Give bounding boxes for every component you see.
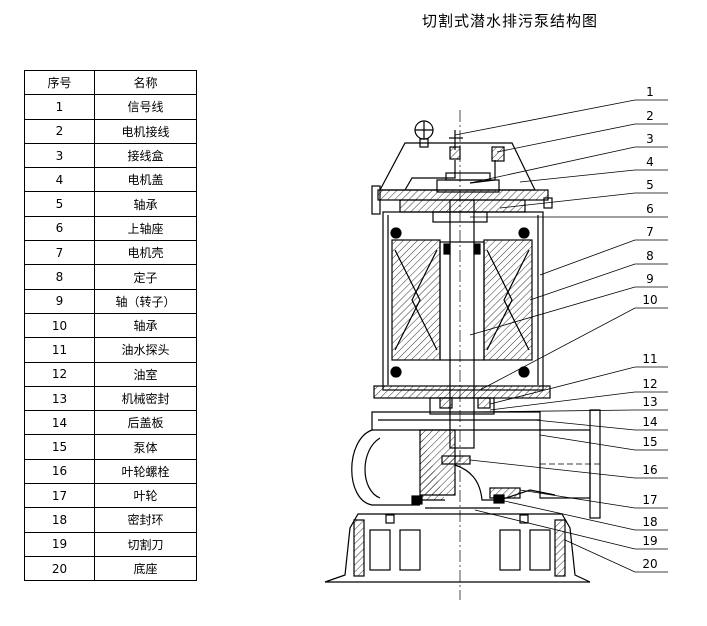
part-number: 17 [24,483,95,509]
part-number: 19 [24,531,95,557]
diagram-title: 切割式潜水排污泵结构图 [421,12,598,30]
callout-8: 8 [646,249,654,263]
part-name: 油室 [94,361,197,387]
part-number: 8 [24,264,95,290]
header-name: 名称 [94,69,197,96]
part-number: 12 [24,361,95,387]
callout-9: 9 [646,272,654,286]
rotor [439,241,485,361]
part-number: 13 [24,385,95,412]
callout-7: 7 [646,225,654,239]
callout-1: 1 [646,85,654,99]
part-name: 泵体 [94,434,197,460]
callout-14: 14 [642,415,657,429]
callout-10: 10 [642,293,657,307]
callout-16: 16 [642,463,657,477]
callout-12: 12 [642,377,657,391]
callout-19: 19 [642,534,657,548]
part-number: 11 [24,337,95,363]
part-name: 密封环 [94,507,197,533]
part-name: 电机接线 [94,118,197,144]
part-number: 18 [24,507,95,533]
back-cover-plate [371,411,541,431]
callout-5: 5 [646,178,654,192]
outlet-pipe [539,429,591,499]
part-name: 电机盖 [94,167,197,193]
callout-18: 18 [642,515,657,529]
part-name: 电机壳 [94,240,197,266]
callout-3: 3 [646,132,654,146]
pump-outline [324,110,601,600]
callout-17: 17 [642,493,657,507]
part-number: 10 [24,312,95,339]
callout-4: 4 [646,155,654,169]
top-flange [377,189,549,201]
part-name: 轴承 [94,312,197,339]
oil-chamber [429,397,495,415]
part-number: 1 [24,94,95,120]
part-number: 3 [24,142,95,169]
part-name: 定子 [94,264,197,290]
header-number: 序号 [24,69,95,96]
part-number: 20 [24,555,95,582]
lower-flange [373,385,551,399]
part-name: 后盖板 [94,410,197,436]
part-number: 9 [24,288,95,314]
base [324,513,591,583]
shaft [449,199,475,449]
part-number: 14 [24,410,95,436]
part-number: 2 [24,118,95,144]
callout-2: 2 [646,109,654,123]
part-name: 机械密封 [94,385,197,412]
callout-15: 15 [642,435,657,449]
callout-6: 6 [646,202,654,216]
table-header-row: 序号 名称 [24,69,197,96]
part-name: 信号线 [94,94,197,120]
part-number: 5 [24,191,95,217]
leader-lines [454,99,668,573]
part-number: 15 [24,434,95,460]
callout-11: 11 [642,352,657,366]
impeller-bolt [441,455,471,465]
part-name: 油水探头 [94,337,197,363]
part-name: 叶轮 [94,483,197,509]
callout-13: 13 [642,395,657,409]
part-number: 7 [24,240,95,266]
part-name: 接线盒 [94,142,197,169]
part-name: 底座 [94,555,197,582]
part-name: 轴（转子） [94,288,197,314]
part-number: 6 [24,215,95,242]
callout-20: 20 [642,557,657,571]
pump-volute [351,429,420,506]
part-name: 叶轮螺栓 [94,458,197,485]
part-number: 16 [24,458,95,485]
